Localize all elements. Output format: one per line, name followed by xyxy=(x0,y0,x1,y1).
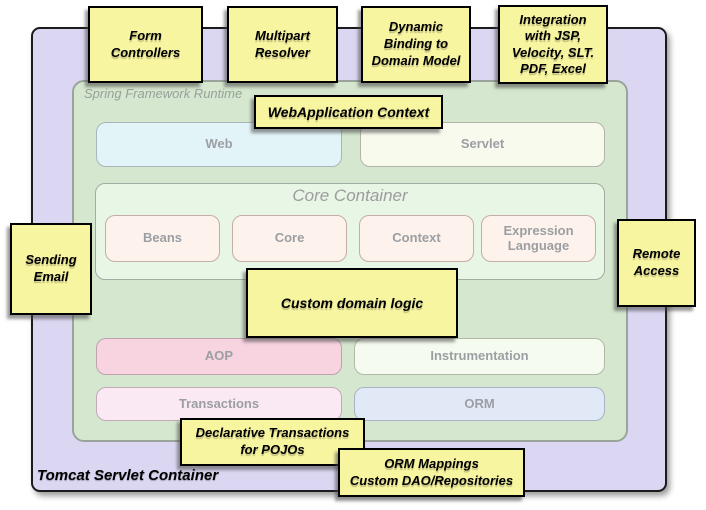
note-declarative-transactions: Declarative Transactions for POJOs xyxy=(180,418,365,466)
module-transactions: Transactions xyxy=(96,387,342,421)
note-sending-email: Sending Email xyxy=(10,223,92,315)
module-orm: ORM xyxy=(354,387,605,421)
module-aop: AOP xyxy=(96,338,342,375)
note-remote-access: Remote Access xyxy=(617,219,696,307)
module-core: Core xyxy=(232,215,347,262)
note-webapplication-context: WebApplication Context xyxy=(254,95,443,129)
module-context: Context xyxy=(359,215,474,262)
note-form-controllers: Form Controllers xyxy=(88,6,203,83)
core-container-title: Core Container xyxy=(292,186,408,205)
spring-framework-runtime-label: Spring Framework Runtime xyxy=(84,86,243,101)
module-beans: Beans xyxy=(105,215,220,262)
note-integration-jsp-velocity: Integration with JSP, Velocity, SLT. PDF… xyxy=(498,5,608,84)
note-multipart-resolver: Multipart Resolver xyxy=(227,6,338,83)
module-instrumentation: Instrumentation xyxy=(354,338,605,375)
module-web: Web xyxy=(96,122,342,167)
note-dynamic-binding: Dynamic Binding to Domain Model xyxy=(361,6,471,83)
note-custom-domain-logic: Custom domain logic xyxy=(246,268,458,338)
tomcat-servlet-container-label: Tomcat Servlet Container xyxy=(37,467,219,484)
note-orm-mappings: ORM Mappings Custom DAO/Repositories xyxy=(338,448,525,497)
module-servlet: Servlet xyxy=(360,122,605,167)
module-expression-language: Expression Language xyxy=(481,215,596,262)
